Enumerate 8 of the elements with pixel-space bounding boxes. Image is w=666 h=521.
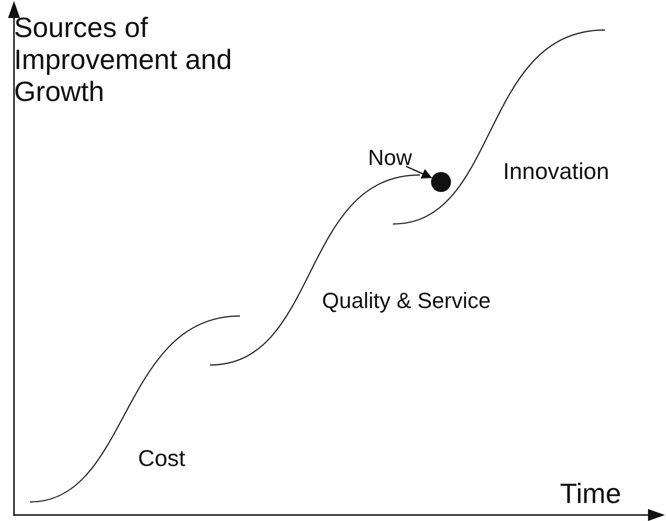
curve-label: Innovation [503, 158, 610, 184]
leader-arrow [406, 166, 432, 179]
callout-text: Now [368, 145, 412, 170]
curve-label: Quality & Service [322, 288, 491, 314]
curve-label: Cost [138, 445, 186, 472]
axis-title: Sources of Improvement and Growth [14, 12, 233, 109]
dot-marker [431, 172, 451, 192]
axis-title: Time [560, 478, 622, 510]
